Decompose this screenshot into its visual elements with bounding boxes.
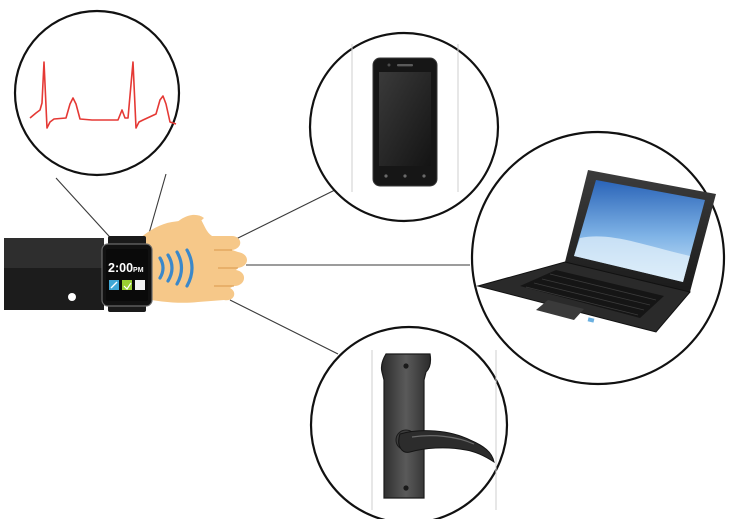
lock-lever-handle <box>398 430 495 464</box>
watch-tile-green-glyph <box>123 282 132 290</box>
watch-time: 2:00PM <box>108 261 144 275</box>
laptop-touchpad <box>536 300 584 320</box>
connector-lines <box>55 173 470 355</box>
hand-palm <box>140 218 247 303</box>
signal-arc-1 <box>158 256 165 280</box>
watch-tile-blue-glyph <box>110 281 118 289</box>
hand <box>140 214 247 303</box>
ecg-bubble <box>13 9 181 177</box>
smartwatch: 2:00PM <box>101 236 153 312</box>
ecg-waveform-icon <box>29 61 177 129</box>
laptop-icon <box>476 170 716 333</box>
lock-screw-top <box>403 363 409 369</box>
lock-screw-bottom <box>403 485 409 491</box>
wireless-signal-icon <box>158 248 194 288</box>
key-row-4 <box>525 286 639 316</box>
hand-thumb <box>170 214 204 232</box>
phone-nav-home <box>403 174 407 178</box>
laptop-sticker <box>587 317 595 323</box>
door-lock-icon <box>380 353 495 499</box>
signal-arc-4 <box>185 248 194 288</box>
laptop-bubble <box>470 130 726 386</box>
signal-arc-3 <box>175 250 184 286</box>
smartphone-icon <box>372 57 438 187</box>
lock-bubble <box>309 325 509 519</box>
phone-connector <box>231 184 346 242</box>
key-row-2 <box>541 278 651 306</box>
lock-connector <box>229 299 339 355</box>
watch-screen <box>106 249 148 301</box>
key-row-3 <box>533 282 645 311</box>
phone-nav-back <box>384 174 388 178</box>
lock-plate <box>380 353 432 499</box>
watch-time-ampm: PM <box>133 267 144 274</box>
lock-lever-highlight <box>411 435 475 445</box>
watch-tile-green <box>122 280 132 290</box>
phone-nav-menu <box>422 174 426 178</box>
laptop-key-rows <box>525 273 657 316</box>
phone-screen <box>379 72 431 166</box>
signal-arc-2 <box>166 253 174 283</box>
ecg-connector-left <box>55 177 119 247</box>
phone-speaker <box>397 64 413 67</box>
watch-tile-white <box>135 280 145 290</box>
sleeve-top-highlight <box>4 238 104 268</box>
watch-time-value: 2:00 <box>108 261 133 275</box>
laptop-display-clouds <box>574 236 690 282</box>
sleeve <box>4 238 104 310</box>
sleeve-button <box>68 293 76 301</box>
ecg-bubble-outline <box>13 9 181 177</box>
key-row-1 <box>549 273 657 301</box>
phone-bubble <box>308 31 500 223</box>
phone-camera <box>387 63 391 67</box>
